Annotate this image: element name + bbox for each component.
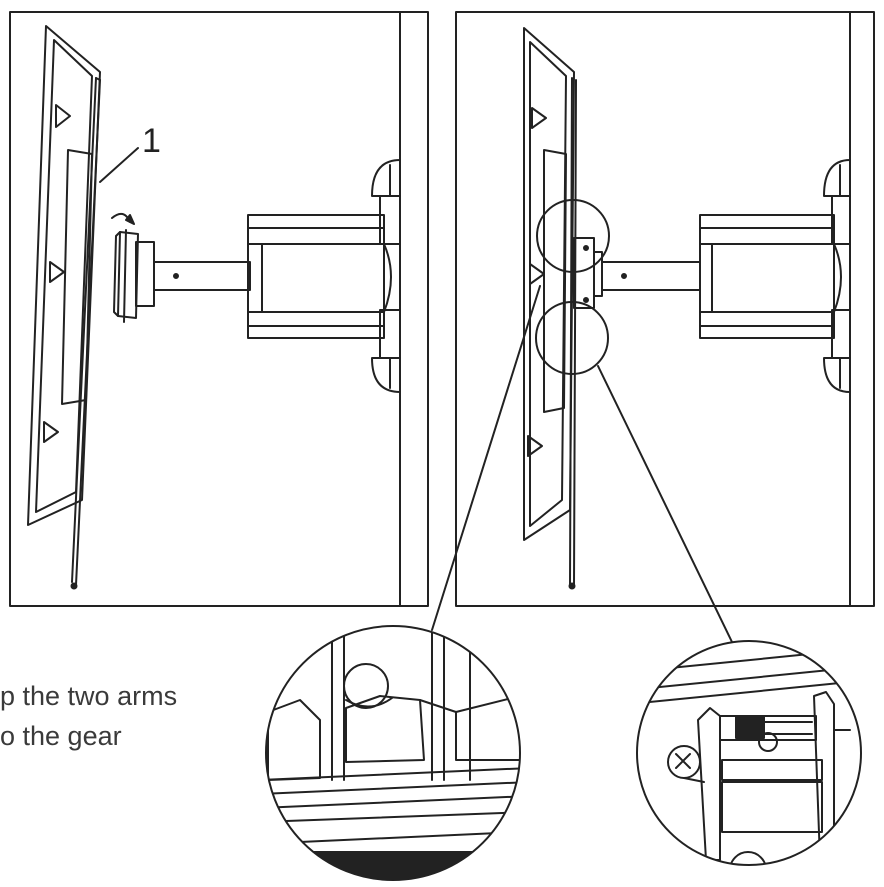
left-wall-plate	[371, 159, 401, 393]
zoom-leader-left	[431, 285, 541, 631]
right-bracket-head	[573, 237, 603, 309]
instruction-line-1: p the two arms	[0, 681, 178, 711]
right-panel-frame	[455, 11, 875, 607]
zoom-detail-right	[636, 640, 862, 866]
right-wall-plate	[823, 159, 851, 393]
left-panel	[9, 11, 429, 607]
instruction-line-2: o the gear	[0, 721, 122, 751]
right-arm	[601, 214, 842, 339]
zoom-leader-right	[597, 365, 733, 643]
instruction-text: p the two arms o the gear	[0, 676, 177, 756]
detail-circle-lower	[535, 301, 609, 375]
left-bracket-head	[113, 229, 155, 323]
callout-leader	[99, 147, 139, 183]
left-arm	[153, 214, 392, 339]
left-panel-frame	[9, 11, 429, 607]
right-tv-panel	[523, 27, 577, 590]
right-panel	[455, 11, 875, 607]
zoom-detail-left	[265, 625, 521, 881]
left-tv-panel	[27, 25, 101, 590]
detail-circle-upper	[536, 199, 610, 273]
callout-number: 1	[142, 122, 161, 160]
